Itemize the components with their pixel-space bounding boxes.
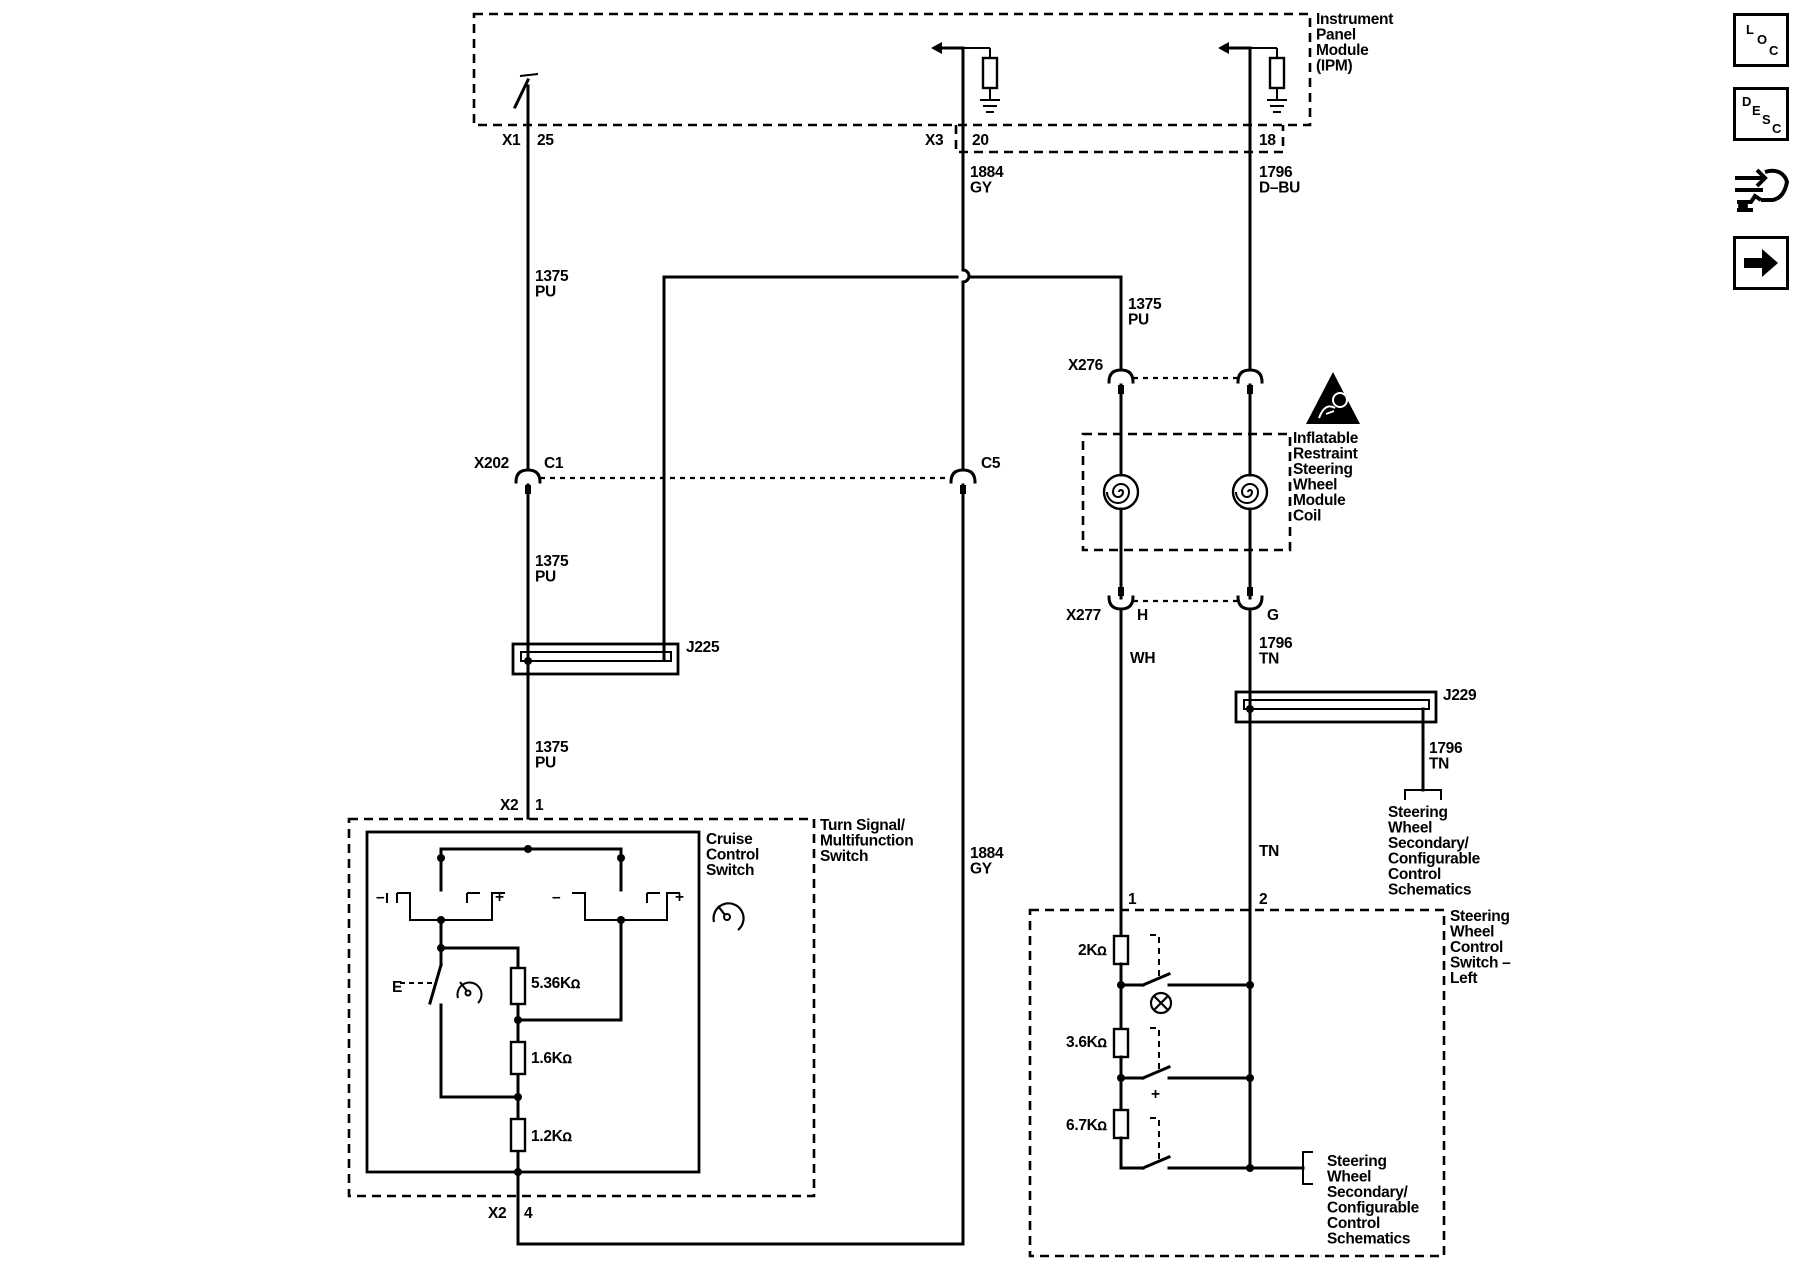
description-view-button[interactable]: D E S C xyxy=(1733,87,1789,141)
airbag-warning-icon xyxy=(1306,372,1360,424)
j225-label: J225 xyxy=(686,639,720,656)
splice-j225: J225 xyxy=(511,639,720,676)
x2-bot-pin: 4 xyxy=(524,1205,533,1222)
swc-pin-2: 2 xyxy=(1259,891,1267,908)
right-arrow-icon xyxy=(1744,249,1778,277)
minus-sign-1: – xyxy=(376,889,385,906)
ipm-x1-pin: 25 xyxy=(537,132,554,149)
j229-label: J229 xyxy=(1443,687,1477,704)
resistor-1-6k xyxy=(509,1040,527,1076)
x202-label: X202 xyxy=(474,455,509,472)
desc-letter-e: E xyxy=(1752,103,1761,118)
loc-letter-c: C xyxy=(1769,43,1779,58)
ipm-x3-pin-20: 20 xyxy=(972,132,989,149)
x2-top-label: X2 xyxy=(500,797,518,814)
minus-sign-2: – xyxy=(552,889,561,906)
desc-letter-c: C xyxy=(1772,121,1782,136)
location-view-button[interactable]: L O C xyxy=(1733,13,1789,67)
r536-label: 5.36Kꭥ xyxy=(531,975,581,992)
wire-tn: TN xyxy=(1259,843,1279,860)
speedometer-icon-small xyxy=(456,981,483,1004)
resistor-2k xyxy=(1112,934,1130,966)
plus-sign-3: + xyxy=(1151,1086,1160,1103)
c5-label: C5 xyxy=(981,455,1001,472)
connector-view-button[interactable] xyxy=(1731,160,1791,218)
desc-letter-d: D xyxy=(1742,94,1752,109)
r67-label: 6.7Kꭥ xyxy=(1066,1117,1108,1134)
plus-sign-1: + xyxy=(495,889,504,906)
swc-pin-1: 1 xyxy=(1128,891,1137,908)
ipm-x3-label: X3 xyxy=(925,132,944,149)
x2-top-pin: 1 xyxy=(535,797,544,814)
r36-label: 3.6Kꭥ xyxy=(1066,1034,1108,1051)
x277-pin-g: G xyxy=(1267,607,1279,624)
resistor-5-36k xyxy=(509,966,527,1006)
resistor-1-2k xyxy=(509,1117,527,1153)
connector-wrench-icon xyxy=(1735,168,1790,212)
speedometer-icon xyxy=(712,902,745,931)
r12-label: 1.2Kꭥ xyxy=(531,1128,573,1145)
ipm-x3-pin-18: 18 xyxy=(1259,132,1276,149)
x277-pin-h: H xyxy=(1137,607,1148,624)
wires xyxy=(516,123,1252,1246)
connectors: X276 X202 C1 C5 X277 H G xyxy=(474,357,1279,624)
x276-label: X276 xyxy=(1068,357,1104,374)
clockspring-coil-left xyxy=(1102,473,1140,511)
mute-icon xyxy=(1149,991,1173,1015)
cancel-e-label: E xyxy=(392,979,402,996)
loc-letter-l: L xyxy=(1746,22,1754,37)
x277-label: X277 xyxy=(1066,607,1101,624)
wire-wh: WH xyxy=(1130,650,1155,667)
loc-letter-o: O xyxy=(1757,32,1768,47)
plus-sign-2: + xyxy=(675,889,684,906)
desc-letter-s: S xyxy=(1762,112,1771,127)
x2-bot-label: X2 xyxy=(488,1205,506,1222)
r2-label: 2Kꭥ xyxy=(1078,942,1107,959)
next-page-button[interactable] xyxy=(1733,236,1789,290)
c1-label: C1 xyxy=(544,455,564,472)
r16-label: 1.6Kꭥ xyxy=(531,1050,573,1067)
resistor-6-7k xyxy=(1112,1108,1130,1140)
clockspring-coil-right xyxy=(1231,473,1269,511)
resistor-3-6k xyxy=(1112,1027,1130,1059)
ipm-x1-label: X1 xyxy=(502,132,521,149)
